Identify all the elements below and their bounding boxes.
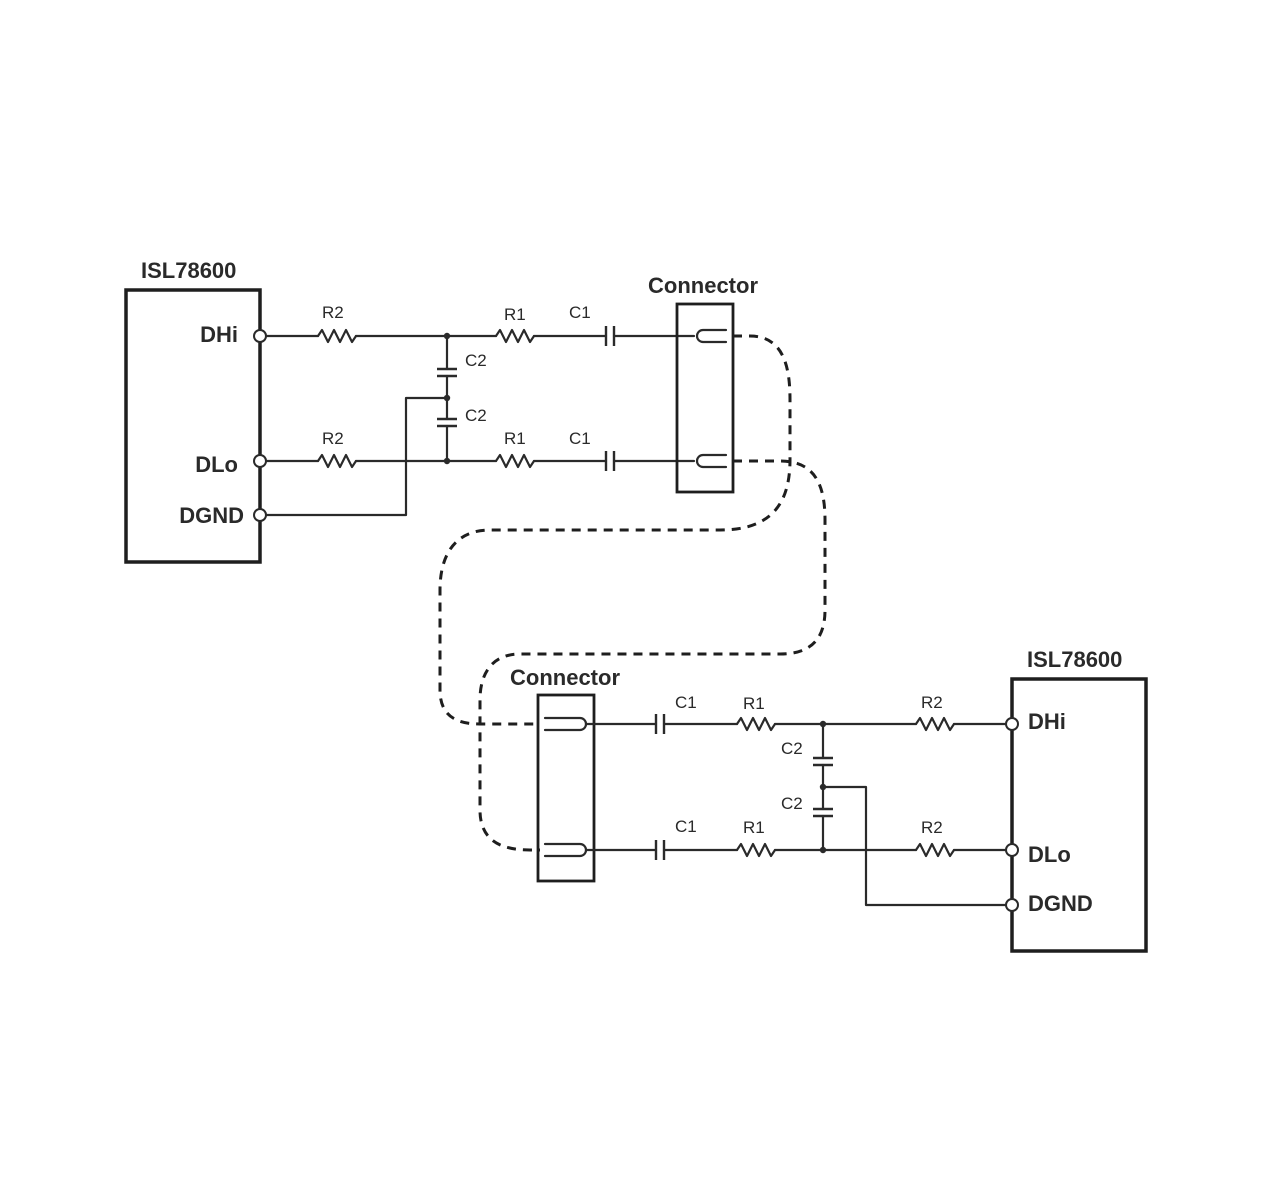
top-pin-dlo-terminal <box>253 454 267 468</box>
top-connector-box <box>675 302 735 494</box>
top-r2-lo-label: R2 <box>322 429 344 448</box>
top-c2-stack <box>437 332 457 465</box>
bottom-pin-dhi-terminal <box>1005 717 1019 731</box>
bottom-connector-plug-lo <box>543 842 588 858</box>
bottom-r2-lo-resistor <box>914 842 956 858</box>
top-dgnd-wire <box>264 396 449 517</box>
cable-lo-conductor <box>478 459 827 852</box>
top-connector-title: Connector <box>648 273 758 298</box>
bottom-c1-hi-label: C1 <box>675 693 697 712</box>
top-chip-box <box>124 288 262 564</box>
top-c2-lower-label: C2 <box>465 406 487 425</box>
top-chip-title: ISL78600 <box>141 258 236 283</box>
top-dlo-line <box>264 451 696 471</box>
bottom-dhi-line <box>584 714 1008 734</box>
top-r2-hi-resistor <box>316 328 358 344</box>
bottom-c1-lo-capacitor <box>654 840 666 860</box>
bottom-dgnd-wire <box>821 785 1008 907</box>
top-r2-hi-label: R2 <box>322 303 344 322</box>
cable-hi-conductor <box>438 334 792 726</box>
top-r1-lo-label: R1 <box>504 429 526 448</box>
top-c1-hi-capacitor <box>604 326 616 346</box>
bottom-dlo-line <box>584 840 1008 860</box>
bottom-pin-dhi-label: DHi <box>1028 709 1066 734</box>
top-r1-hi-label: R1 <box>504 305 526 324</box>
top-pin-dhi-terminal <box>253 329 267 343</box>
top-connector-socket-hi <box>695 328 728 344</box>
bottom-r2-hi-label: R2 <box>921 693 943 712</box>
bottom-pin-dlo-terminal <box>1005 843 1019 857</box>
top-dhi-line <box>264 326 696 346</box>
bottom-c1-lo-label: C1 <box>675 817 697 836</box>
bottom-chip-title: ISL78600 <box>1027 647 1122 672</box>
top-r1-hi-resistor <box>494 328 536 344</box>
top-pin-dlo-label: DLo <box>195 452 238 477</box>
top-circuit: ISL78600 DHi DLo DGND <box>124 258 758 564</box>
bottom-r1-hi-label: R1 <box>743 694 765 713</box>
bottom-r2-lo-label: R2 <box>921 818 943 837</box>
top-pin-dgnd-label: DGND <box>179 503 244 528</box>
top-r2-lo-resistor <box>316 453 358 469</box>
top-c1-lo-label: C1 <box>569 429 591 448</box>
top-pin-dgnd-terminal <box>253 508 267 522</box>
bottom-c1-hi-capacitor <box>654 714 666 734</box>
bottom-connector-title: Connector <box>510 665 620 690</box>
bottom-c2-lower-label: C2 <box>781 794 803 813</box>
top-r1-lo-resistor <box>494 453 536 469</box>
top-c2-upper-label: C2 <box>465 351 487 370</box>
top-pin-dhi-label: DHi <box>200 322 238 347</box>
bottom-r1-lo-label: R1 <box>743 818 765 837</box>
twisted-pair-cable <box>438 334 827 852</box>
bottom-r1-lo-resistor <box>735 842 777 858</box>
bottom-pin-dgnd-label: DGND <box>1028 891 1093 916</box>
top-c1-hi-label: C1 <box>569 303 591 322</box>
bottom-connector-plug-hi <box>543 716 588 732</box>
bottom-chip-box <box>1010 677 1148 953</box>
bottom-r1-hi-resistor <box>735 716 777 732</box>
top-connector-socket-lo <box>695 453 728 469</box>
bottom-r2-hi-resistor <box>914 716 956 732</box>
bottom-pin-dgnd-terminal <box>1005 898 1019 912</box>
top-c1-lo-capacitor <box>604 451 616 471</box>
bottom-connector-box <box>536 693 596 883</box>
bottom-pin-dlo-label: DLo <box>1028 842 1071 867</box>
bottom-circuit: Connector <box>510 647 1148 953</box>
bottom-c2-upper-label: C2 <box>781 739 803 758</box>
